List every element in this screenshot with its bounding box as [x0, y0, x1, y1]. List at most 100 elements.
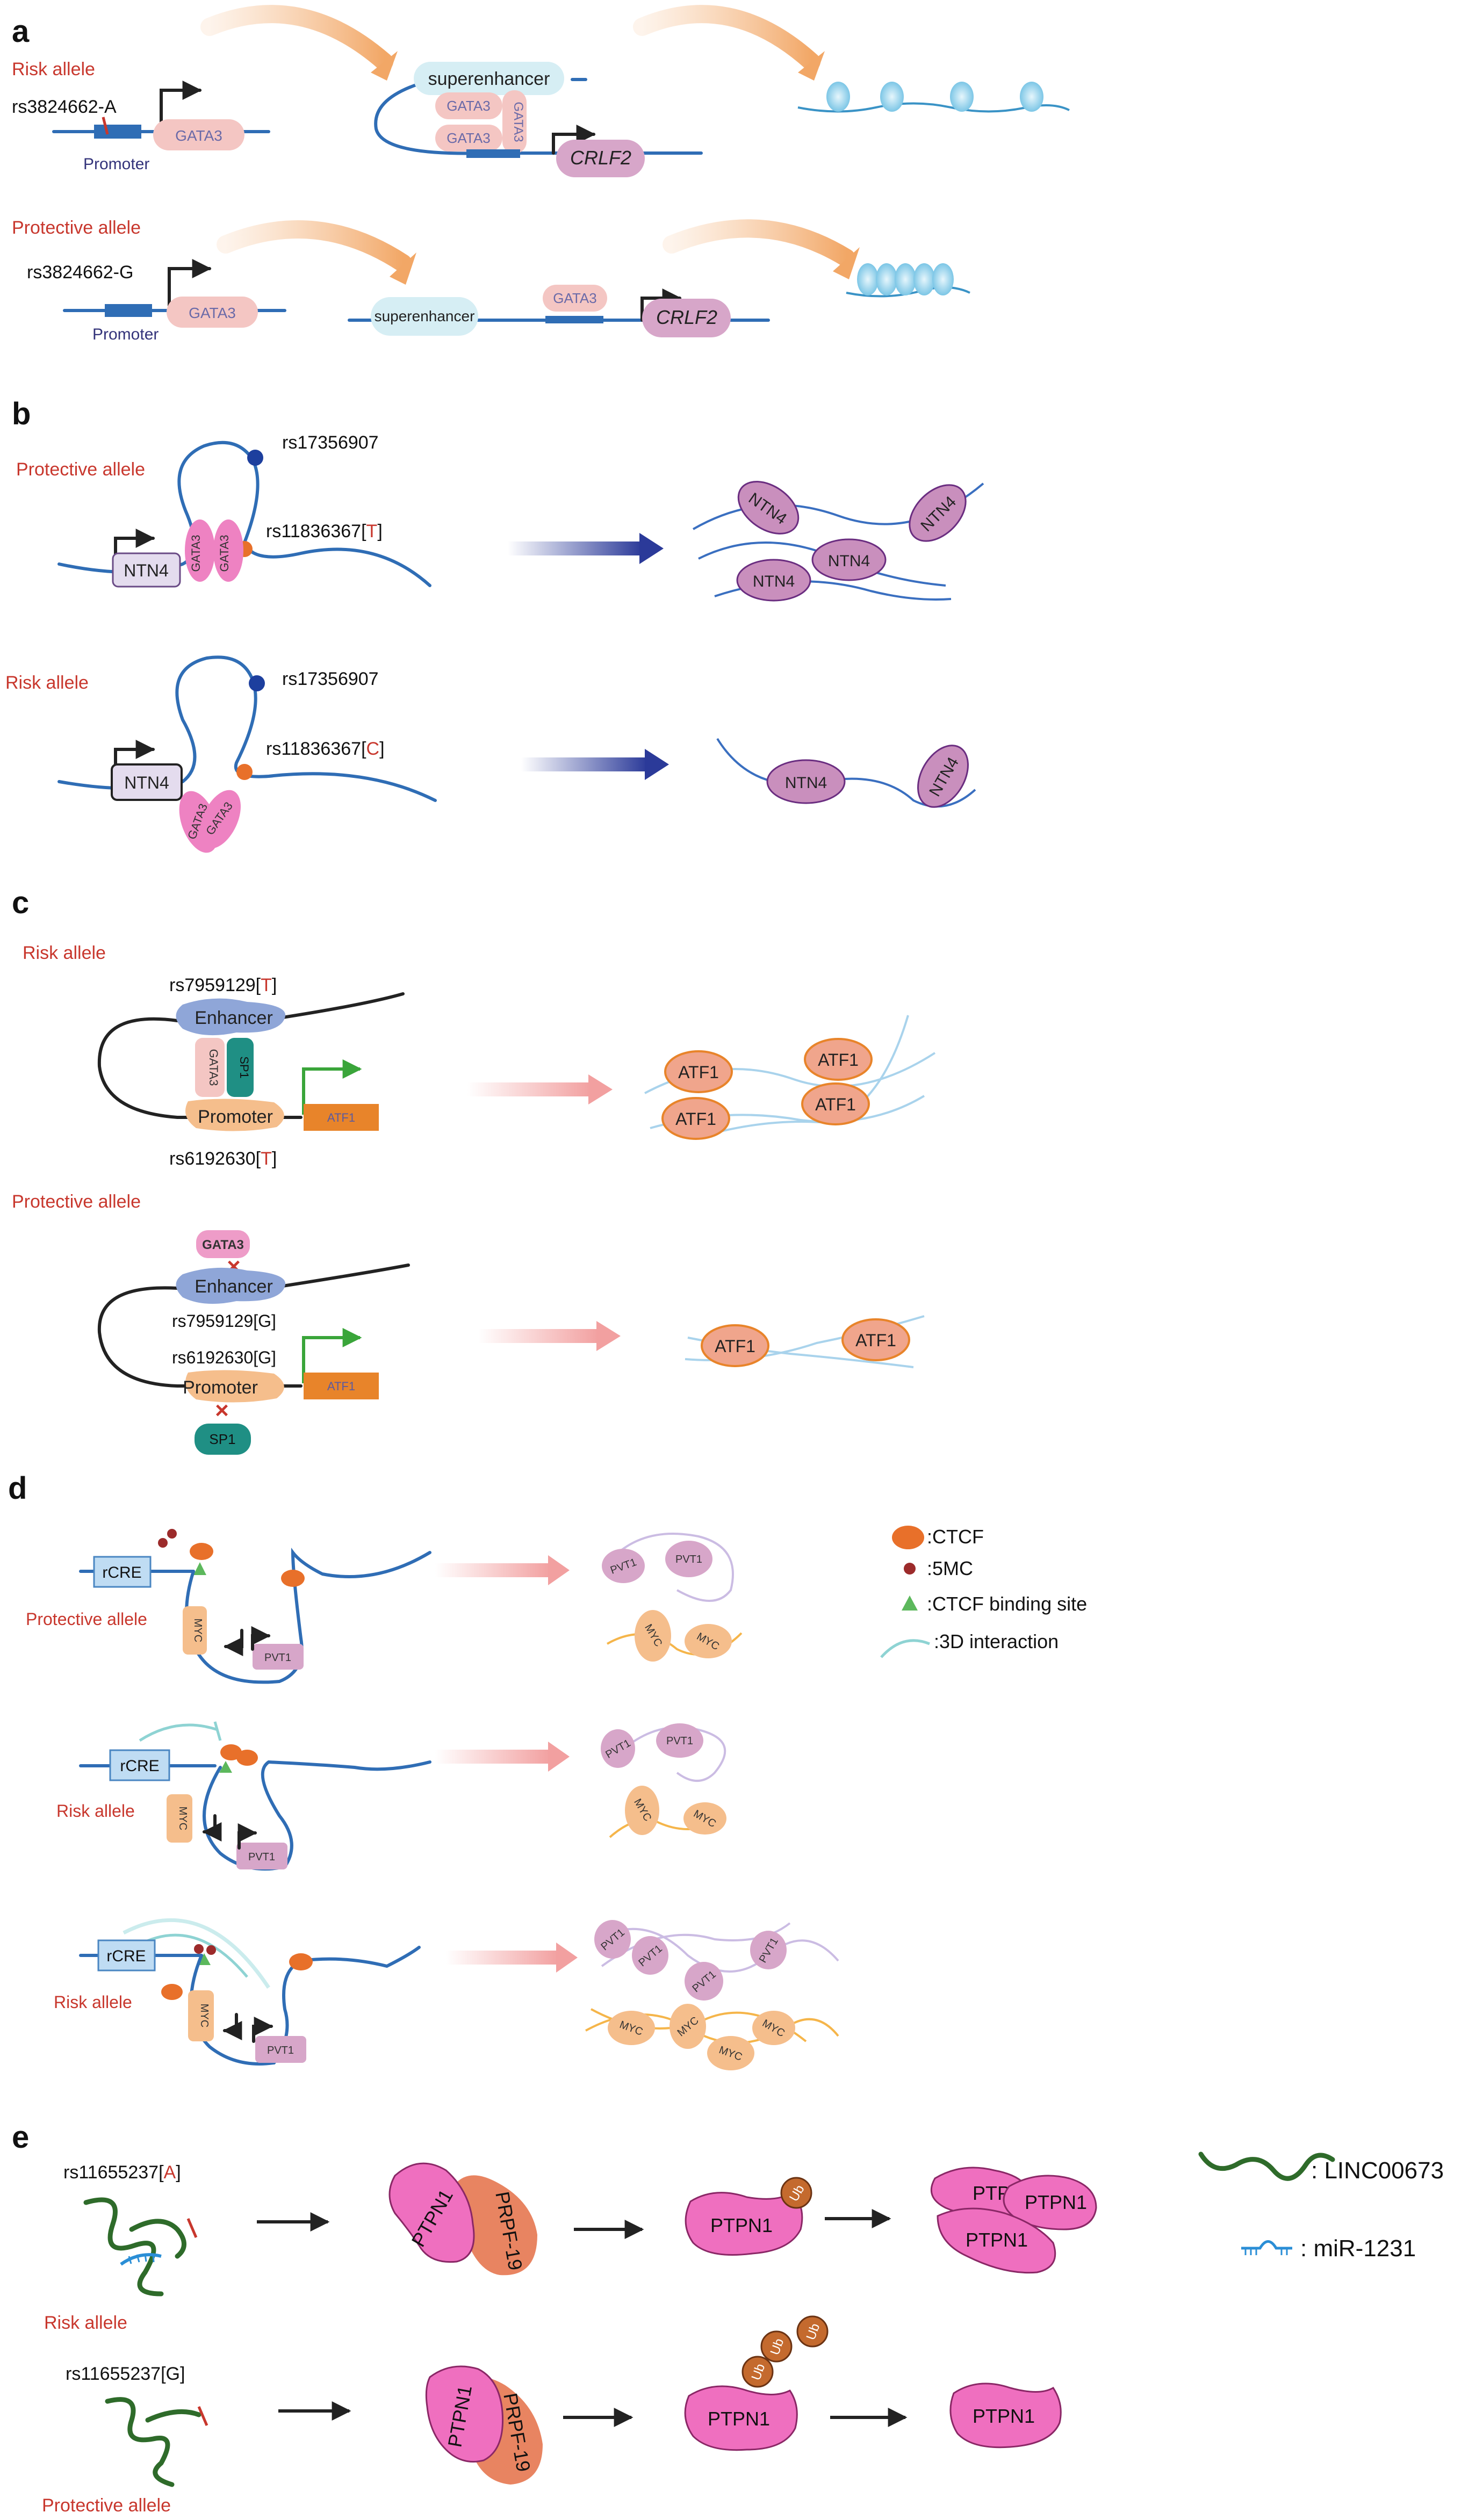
d1-myc-gene	[183, 1606, 207, 1655]
b-prot-ntn4-protein-4	[736, 559, 811, 602]
legend-lncrna-icon	[1198, 2151, 1335, 2181]
c-prot-sp1	[195, 1424, 251, 1455]
e-prot-ub-icon-3	[796, 2315, 829, 2348]
c-risk-promoter	[185, 1099, 284, 1131]
d2-myc-gene	[167, 1794, 192, 1843]
d3-result: PVT1 PVT1 PVT1 PVT1 MYC MYC MYC MYC	[585, 1920, 839, 2070]
d3-pvt1-protein-1	[594, 1920, 631, 1959]
c-prot-tss-arrow	[302, 1328, 362, 1383]
c-risk-enhancer	[176, 998, 286, 1036]
a-prot-process-arrowhead-1	[390, 252, 416, 285]
c-risk-atf1-protein-4	[801, 1082, 870, 1125]
a-risk-crlf2-text: CRLF2	[570, 147, 631, 169]
c-prot-atf1-protein-1-text: ATF1	[715, 1337, 755, 1356]
d3-pvt1-protein-4	[750, 1931, 787, 1969]
c-prot-dna-loop	[97, 1286, 303, 1388]
d2-rcre	[109, 1749, 170, 1781]
panel-d: d rCRE MYC PVT1 Protective allele PVT1 P…	[8, 1471, 1087, 2070]
d2-ctcf-1	[220, 1744, 242, 1760]
d1-pvt1-protein-1	[602, 1549, 645, 1583]
d2-pvt1-protein-1	[601, 1729, 635, 1768]
panel-c-label: c	[12, 885, 29, 920]
d1-dna-loop	[185, 1548, 431, 1684]
d2-result: PVT1 PVT1 MYC MYC	[601, 1723, 726, 1838]
e-risk-ptpn1-ub1-text: PTPN1	[710, 2214, 773, 2236]
d2-myc-tss	[202, 1814, 222, 1842]
a-risk-gata3-text: GATA3	[175, 127, 222, 144]
b-prot-gata3-2-text: GATA3	[218, 535, 231, 572]
e-prot-ptpn1-final-text: PTPN1	[973, 2405, 1035, 2427]
panel-e: e rs11655237[A] Risk allele PRPF-19 PTPN…	[12, 2120, 1444, 2516]
d2-pvt1-protein-2-text: PVT1	[666, 1735, 693, 1747]
d3-myc-protein-2	[669, 2004, 706, 2049]
d-legend: :CTCF :5MC :CTCF binding site :3D intera…	[880, 1526, 1087, 1658]
a-prot-binding-site	[545, 316, 603, 323]
panel-b-label: b	[12, 396, 31, 431]
d3-myc-protein-4	[752, 2011, 795, 2045]
legend-ctcf-site-icon	[902, 1595, 918, 1611]
b-prot-gata3-1-text: GATA3	[189, 535, 203, 572]
c-protective-allele-label: Protective allele	[12, 1192, 141, 1212]
panel-d-label: d	[8, 1471, 27, 1506]
b-prot-snp1-label: rs17356907	[282, 432, 379, 453]
a-risk-gata3-top	[435, 92, 502, 119]
b-risk-snp2-dot	[236, 764, 253, 780]
d2-ctcf-site	[219, 1761, 232, 1773]
c-prot-atf1-protein-2	[841, 1318, 910, 1361]
d2-dna-loop	[203, 1760, 431, 1871]
legend-mirna-icon	[1241, 2240, 1292, 2255]
d3-risk-allele-label: Risk allele	[54, 1992, 132, 2012]
d3-ctcf-2	[289, 1953, 313, 1970]
legend-ctcf-text: :CTCF	[927, 1526, 984, 1548]
d3-myc-gene	[188, 1990, 214, 2041]
a-risk-process-arrow-1	[200, 5, 393, 71]
b-risk-gradient-arrowhead	[645, 749, 669, 780]
c-prot-enhancer	[176, 1267, 286, 1304]
d2-block-bar	[213, 1721, 222, 1741]
b-prot-ntn4-protein-2	[909, 484, 967, 542]
a-risk-dna-loop	[374, 79, 703, 155]
a-risk-tss-arrow	[160, 81, 202, 133]
c-risk-gata3	[195, 1038, 225, 1097]
c-prot-gata3-text: GATA3	[202, 1238, 244, 1252]
b-prot-dna-loop	[57, 441, 431, 587]
legend-ctcf-icon	[892, 1526, 924, 1549]
b-prot-snp1-dot	[247, 450, 263, 466]
d1-ctcf-2	[281, 1570, 305, 1587]
a-prot-process-arrow-2	[663, 219, 855, 267]
e-prot-snp-mark	[197, 2406, 208, 2426]
c-prot-snp-enh-label: rs7959129[G]	[172, 1311, 276, 1331]
a-prot-superenhancer-text: superenhancer	[375, 308, 475, 324]
legend-mir-text: : miR-1231	[1300, 2235, 1416, 2262]
a-risk-snp-mark	[102, 117, 109, 135]
a-risk-crlf2	[556, 140, 645, 177]
d2-pvt1-protein-2	[656, 1723, 703, 1758]
a-risk-gata3-vertical-text: GATA3	[511, 102, 525, 142]
a-protective-allele-label: Protective allele	[12, 218, 141, 238]
e-prot-snp-label: rs11655237[G]	[66, 2364, 185, 2384]
d1-pvt1-tss	[251, 1626, 271, 1651]
a-risk-superenhancer-text: superenhancer	[428, 69, 550, 89]
a-risk-gata3-top-text: GATA3	[447, 98, 490, 114]
a-prot-promoter-text: Promoter	[92, 326, 159, 343]
legend-3d-interaction-icon	[880, 1639, 930, 1658]
d3-myc-tss	[222, 2013, 242, 2040]
d1-result: PVT1 PVT1 MYC MYC	[602, 1533, 743, 1662]
b-protective-allele-label: Protective allele	[16, 459, 145, 480]
d1-ctcf-site	[193, 1562, 206, 1575]
a-risk-superenhancer	[414, 62, 564, 95]
d2-pvt1-gene	[236, 1843, 287, 1869]
panel-b: b Protective allele rs17356907 rs1183636…	[5, 396, 984, 853]
d1-myc-protein-2	[685, 1624, 732, 1658]
c-prot-atf1-protein-2-text: ATF1	[855, 1331, 896, 1350]
d1-pvt1-gene	[253, 1644, 304, 1670]
b-prot-gata3-1	[185, 519, 215, 582]
a-prot-gata3-text: GATA3	[189, 305, 236, 321]
d1-gradient-arrow	[435, 1563, 551, 1577]
e-risk-ub-icon	[780, 2177, 812, 2209]
c-risk-atf1-gene	[304, 1104, 379, 1131]
a-snp-protective-label: rs3824662-G	[27, 262, 133, 283]
c-prot-snp-prom-label: rs6192630[G]	[172, 1348, 276, 1367]
b-risk-ntn4-gene-text: NTN4	[124, 773, 169, 792]
